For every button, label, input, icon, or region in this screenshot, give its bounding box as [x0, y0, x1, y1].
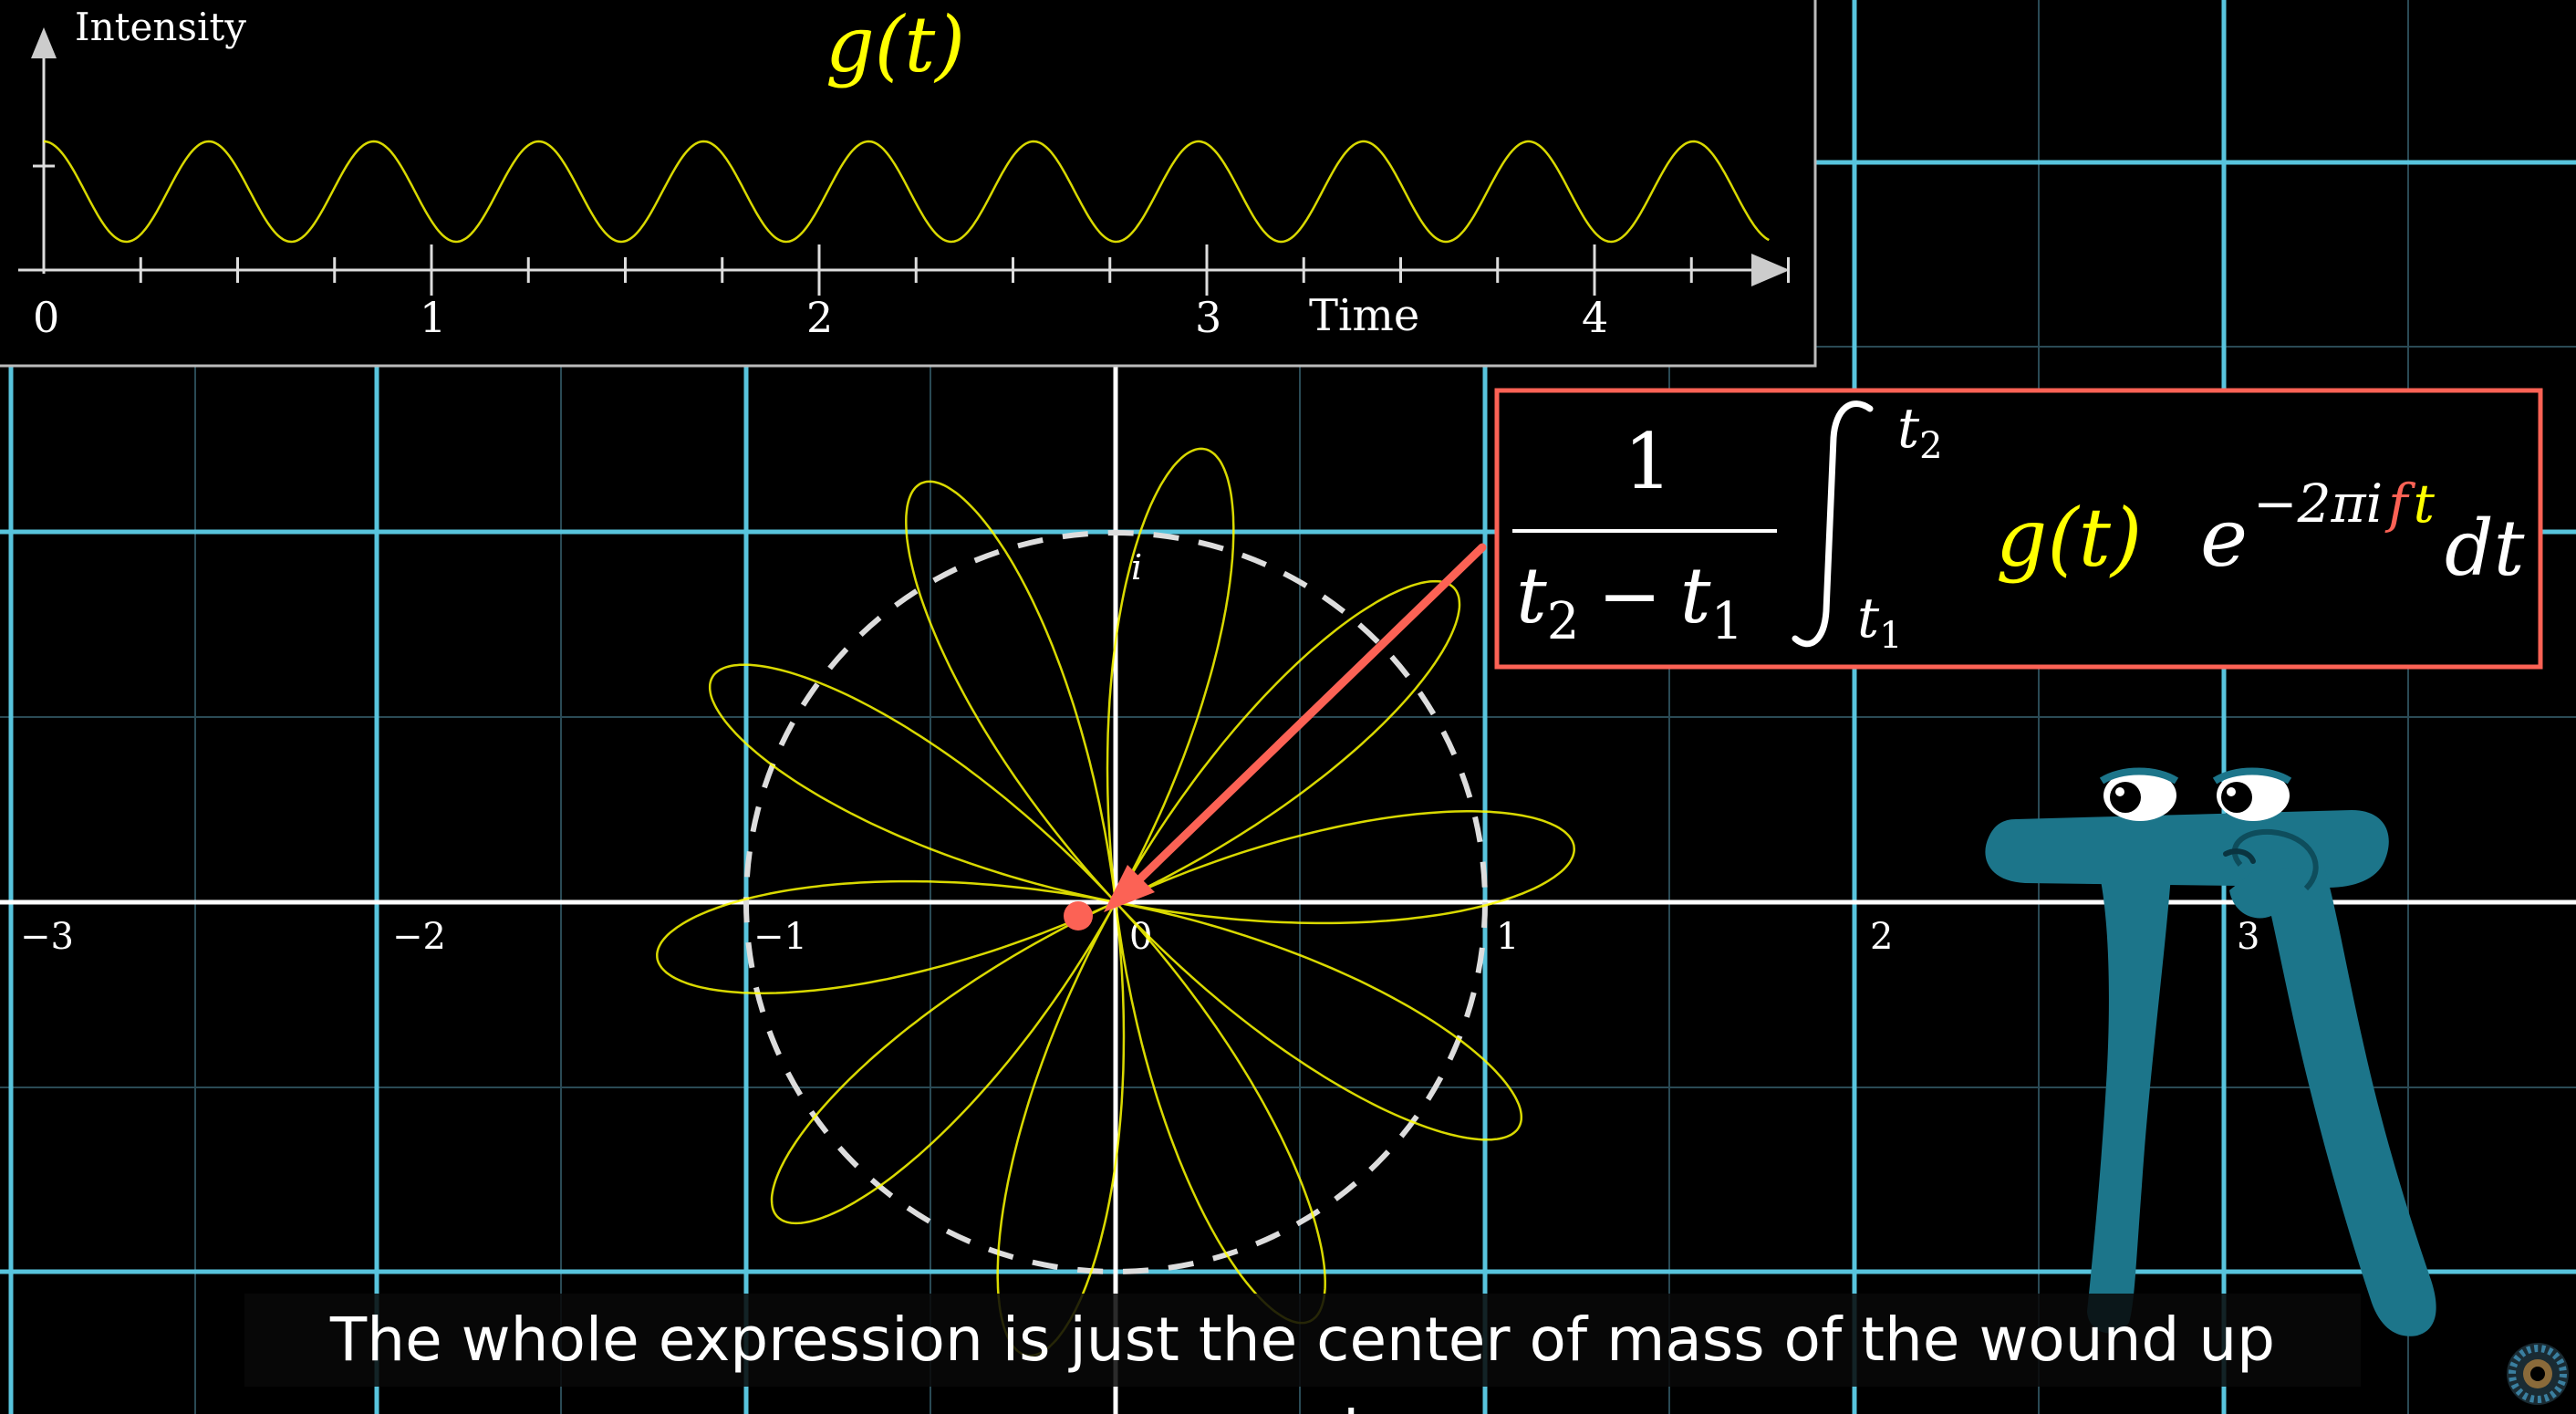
pi-creature-eyes — [2099, 767, 2292, 821]
formula-dt: dt — [2445, 504, 2525, 593]
formula-numerator: 1 — [1624, 417, 1672, 506]
wound-up-graph — [656, 447, 1575, 1357]
formula-border — [1494, 388, 2543, 670]
x-label-3: 3 — [2237, 916, 2259, 958]
graph-title: g(t) — [826, 0, 965, 89]
tick-label-4: 4 — [1582, 293, 1608, 342]
x-label-neg2: −2 — [392, 916, 446, 958]
x-label-1: 1 — [1496, 916, 1519, 958]
formula-e: e — [2200, 491, 2248, 585]
signal-graph-panel: Intensity g(t) Time 0 1 2 3 4 — [0, 0, 1817, 368]
center-of-mass-dot — [1064, 901, 1093, 931]
integral-sign — [1792, 400, 1874, 648]
formula-denominator: t2−t1 — [1516, 551, 1743, 651]
caption-text: The whole expression is just the center … — [329, 1305, 2276, 1414]
x-axis-arrowhead — [1751, 254, 1790, 286]
y-axis-arrowhead — [31, 27, 57, 58]
pi-creature-icon — [1985, 767, 2436, 1336]
x-label-neg3: −3 — [20, 916, 74, 958]
pointer-arrow — [1104, 543, 1487, 912]
tick-label-2: 2 — [806, 293, 833, 342]
caption-background — [244, 1294, 2361, 1387]
formula-g: g(t) — [1996, 491, 2142, 585]
channel-logo-icon — [2507, 1343, 2569, 1405]
signal-x-ticks — [139, 244, 1790, 296]
imag-label-top: i — [1131, 547, 1142, 587]
signal-wave — [43, 140, 1770, 244]
x-axis-label: Time — [1309, 290, 1419, 341]
tick-label-1: 1 — [420, 293, 446, 342]
lower-limit: t1 — [1857, 587, 1903, 657]
tick-label-0: 0 — [33, 293, 59, 342]
unit-circle — [743, 530, 1488, 1274]
upper-limit: t2 — [1897, 397, 1943, 467]
x-label-2: 2 — [1870, 916, 1893, 958]
x-label-neg1: −1 — [753, 916, 807, 958]
tick-label-3: 3 — [1195, 293, 1221, 342]
real-axis-labels: −3 −2 −1 0 1 2 3 — [20, 916, 2259, 958]
y-axis-label: Intensity — [75, 5, 246, 49]
